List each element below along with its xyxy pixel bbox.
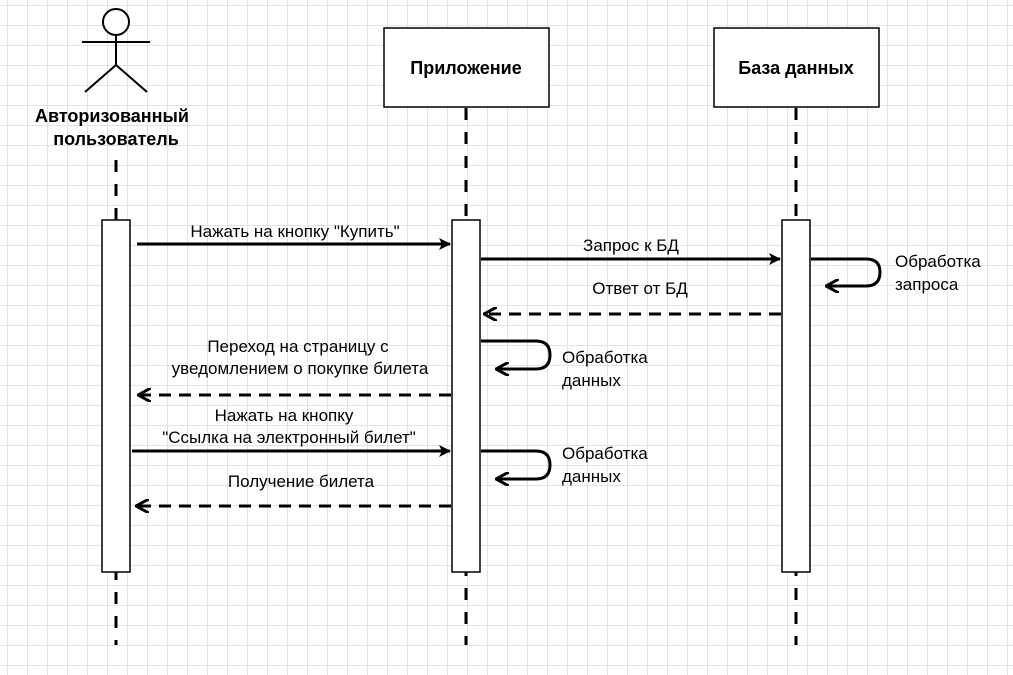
activation-app: [451, 219, 481, 573]
participant-app-box: [383, 27, 550, 108]
message-label-redirect-line1: Переход на страницу с: [207, 337, 389, 356]
message-label-receive-ticket: Получение билета: [228, 472, 375, 491]
message-label-redirect-line2: уведомлением о покупке билета: [172, 359, 429, 378]
actor-name-line2: пользователь: [53, 129, 179, 149]
message-label-buy: Нажать на кнопку "Купить": [190, 222, 399, 241]
message-label-db-query: Запрос к БД: [583, 236, 679, 255]
self-loop-app-processing-2: [481, 449, 552, 479]
self-loop-db-processing: [811, 257, 882, 286]
self-loop-label-app1-line2: данных: [562, 371, 621, 390]
participant-app-label: Приложение: [410, 58, 521, 78]
message-label-ticket-link-line1: Нажать на кнопку: [215, 406, 354, 425]
activation-user: [101, 219, 131, 573]
participant-db-box: [713, 27, 880, 108]
self-loop-label-db-line1: Обработка: [895, 252, 981, 271]
actor-head-icon: [102, 8, 130, 36]
message-label-db-response: Ответ от БД: [592, 279, 688, 298]
self-loop-label-db-line2: запроса: [895, 275, 959, 294]
self-loop-label-app2-line1: Обработка: [562, 444, 648, 463]
actor-user: [82, 8, 150, 93]
actor-name-line1: Авторизованный: [35, 106, 189, 126]
activation-db: [781, 219, 811, 573]
self-loop-label-app2-line2: данных: [562, 467, 621, 486]
self-loop-label-app1-line1: Обработка: [562, 348, 648, 367]
participant-db-label: База данных: [738, 58, 853, 78]
message-label-ticket-link-line2: "Ссылка на электронный билет": [162, 428, 416, 447]
self-loop-app-processing-1: [481, 339, 552, 369]
